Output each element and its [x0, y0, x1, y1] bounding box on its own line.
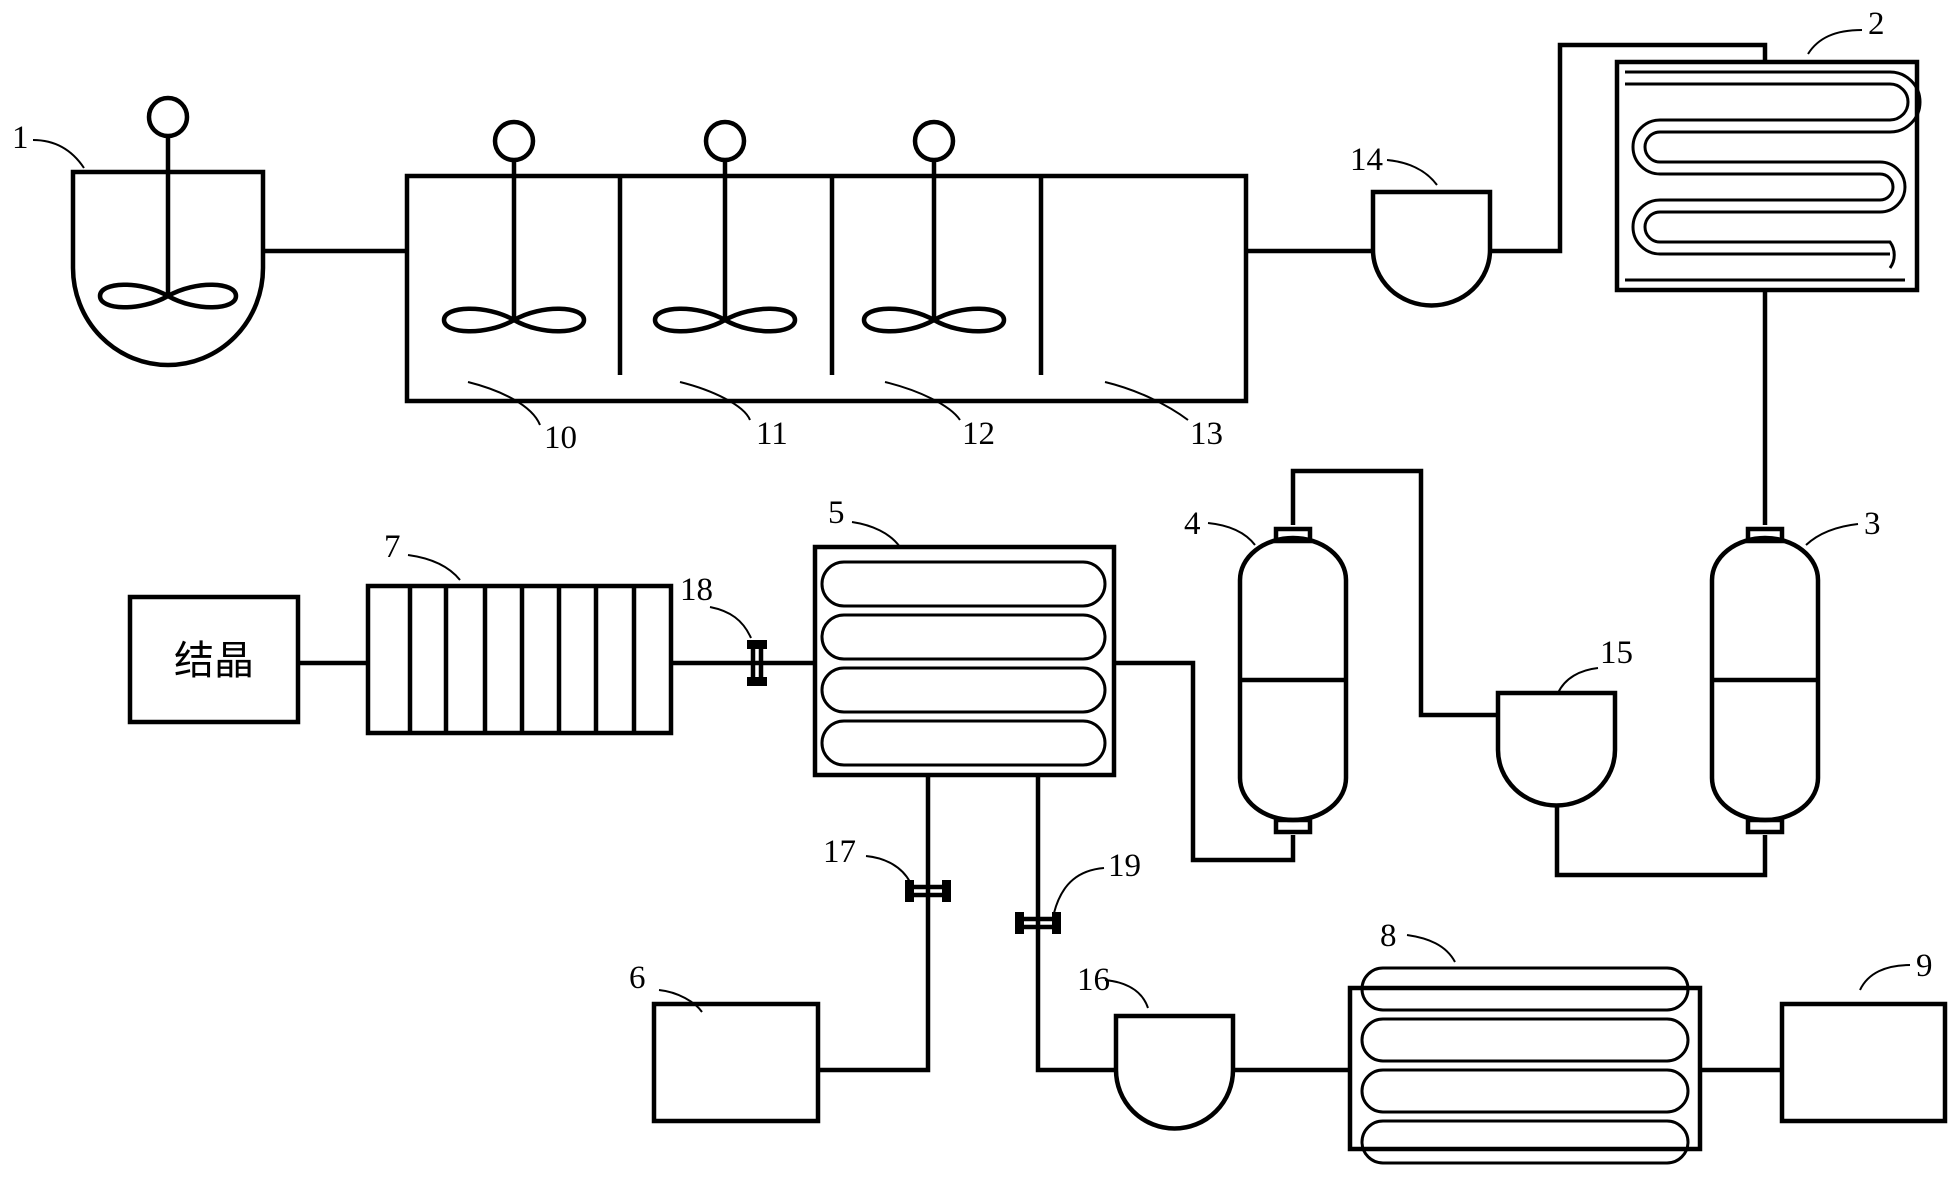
stirred-tank-1 — [70, 95, 266, 368]
label-14: 14 — [1350, 142, 1383, 178]
agitator-12 — [861, 119, 1007, 334]
label-17: 17 — [823, 834, 856, 870]
pipes — [261, 42, 1782, 1073]
reference-numerals: 1 2 3 4 5 6 7 8 9 10 11 12 13 14 15 16 1… — [12, 6, 1933, 998]
label-6: 6 — [629, 960, 646, 996]
tank-14 — [1370, 189, 1493, 308]
coil-8 — [1347, 966, 1703, 1165]
column-3 — [1709, 526, 1821, 835]
crystallization-box: 结晶 — [127, 594, 301, 725]
membrane-module-7 — [365, 583, 674, 736]
label-8: 8 — [1380, 918, 1397, 954]
label-5: 5 — [828, 495, 845, 531]
label-4: 4 — [1184, 506, 1201, 542]
label-3: 3 — [1864, 506, 1881, 542]
valve-18 — [747, 640, 767, 686]
heat-exchanger-5 — [812, 544, 1117, 778]
label-10: 10 — [544, 420, 577, 456]
label-19: 19 — [1108, 848, 1141, 884]
label-13: 13 — [1190, 416, 1223, 452]
label-9: 9 — [1916, 948, 1933, 984]
label-7: 7 — [384, 529, 401, 565]
crystallization-label: 结晶 — [174, 638, 254, 684]
label-18: 18 — [680, 572, 713, 608]
serpentine-coil-2 — [1614, 59, 1922, 293]
label-12: 12 — [962, 416, 995, 452]
label-16: 16 — [1077, 962, 1110, 998]
label-11: 11 — [756, 416, 788, 452]
agitator-11 — [652, 119, 798, 334]
receiver-box-9 — [1779, 1001, 1948, 1124]
multistage-reactor — [404, 119, 1249, 404]
agitator-10 — [441, 119, 587, 334]
label-15: 15 — [1600, 635, 1633, 671]
label-2: 2 — [1868, 6, 1885, 42]
tank-16 — [1113, 1013, 1236, 1131]
valve-19 — [1015, 912, 1061, 934]
tank-15 — [1495, 690, 1618, 808]
leader-lines — [32, 29, 1911, 1013]
column-4 — [1237, 526, 1349, 835]
label-1: 1 — [12, 120, 29, 156]
receiver-box-6 — [651, 1001, 821, 1124]
